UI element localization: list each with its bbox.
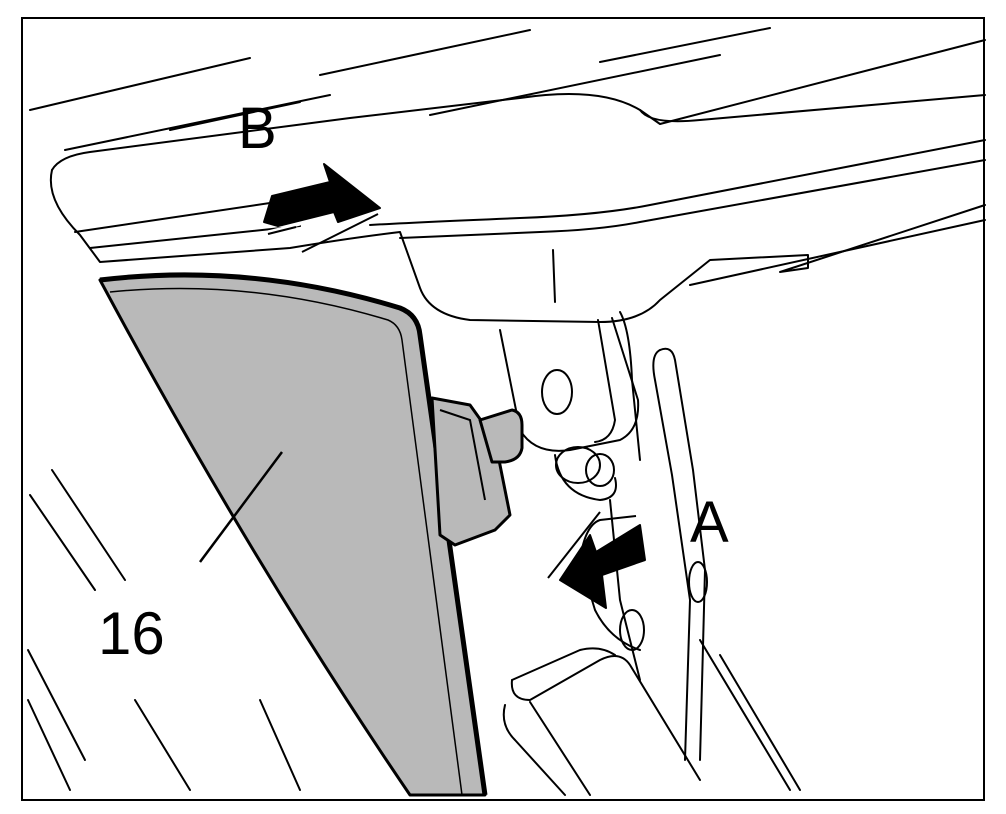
panel-inner-edge	[109, 287, 463, 796]
cover-line	[689, 219, 986, 286]
lower-bracket-top	[511, 647, 616, 681]
panel-clip-pin	[478, 408, 524, 464]
left-arrow-icon	[547, 511, 646, 609]
lower-bracket-line	[719, 654, 801, 791]
arm-hole-lower	[619, 609, 645, 651]
hinge-bolt-shaft	[554, 454, 617, 501]
leader-line-16	[198, 451, 284, 563]
right-arrow-icon	[263, 163, 381, 253]
hatch-line	[27, 649, 86, 761]
panel-clip-edge	[439, 409, 486, 501]
arm-slot	[688, 561, 708, 603]
arm-edge-lower	[609, 499, 641, 681]
label-part-16: 16	[98, 600, 165, 667]
hinge-bracket-edge	[594, 319, 616, 443]
cover-line	[552, 249, 556, 303]
hatch-line	[29, 494, 96, 591]
cover-top-edge	[51, 39, 986, 171]
hinge-bolt-tip	[585, 453, 615, 487]
hatch-line	[319, 29, 531, 76]
hatch-line	[169, 101, 301, 131]
hatch-line	[27, 699, 71, 791]
hinge-hole-upper	[541, 369, 573, 415]
hatch-line	[134, 699, 191, 791]
hatch-line	[51, 469, 126, 581]
hatch-line	[599, 27, 771, 63]
lower-bracket-side	[502, 704, 566, 796]
label-b: B	[238, 96, 277, 161]
hinge-bracket	[499, 317, 640, 452]
arm-outer	[652, 349, 691, 761]
lower-bracket	[510, 655, 701, 781]
arm-inner	[659, 347, 706, 761]
cover-crease	[639, 94, 986, 123]
hatch-line	[29, 57, 251, 111]
label-a: A	[690, 490, 729, 555]
cover-line	[369, 139, 986, 226]
cover-outline	[49, 169, 986, 323]
cover-line	[74, 199, 291, 233]
panel-edge	[99, 272, 488, 796]
cover-line	[89, 225, 301, 249]
arm-edge	[619, 311, 641, 461]
lower-bracket-edge	[529, 701, 591, 796]
lower-bracket-line	[699, 639, 791, 791]
hatch-line	[259, 699, 301, 791]
hatch-line	[429, 54, 721, 116]
border-frame	[21, 17, 985, 801]
cover-line	[399, 159, 986, 239]
